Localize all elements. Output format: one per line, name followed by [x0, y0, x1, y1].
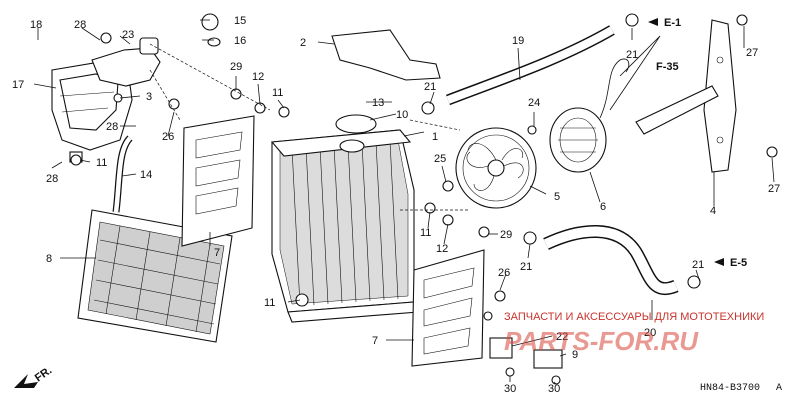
callout: 21: [626, 49, 638, 61]
lower-hose: [543, 225, 679, 296]
section-ref-e1[interactable]: E-1: [664, 17, 681, 29]
watermark-logo: PARTS-FOR.RU: [504, 326, 699, 356]
callout: 27: [746, 47, 758, 59]
shroud-right: [411, 249, 485, 367]
callout: 30: [504, 383, 516, 395]
callout: 8: [46, 253, 52, 265]
callout: 11: [420, 227, 431, 239]
radiator-core: [270, 129, 419, 323]
section-ref-e5[interactable]: E-5: [730, 257, 747, 269]
callout: 27: [768, 183, 780, 195]
front-label: FR.: [33, 364, 54, 384]
front-arrow-icon: [14, 374, 38, 388]
radiator-bracket: [635, 19, 737, 173]
callout: 5: [554, 191, 560, 203]
callout: 26: [498, 267, 510, 279]
callout: 24: [528, 97, 540, 109]
callout: 28: [106, 121, 118, 133]
callout: 7: [214, 247, 220, 259]
callout: 16: [234, 35, 246, 47]
callout: 28: [46, 173, 58, 185]
callout: 9: [572, 349, 578, 361]
callout: 21: [520, 261, 532, 273]
callout: 7: [372, 335, 378, 347]
callout: 13: [372, 97, 384, 109]
callout: 29: [230, 61, 242, 73]
callout: 11: [264, 297, 275, 309]
fan-motor: [549, 58, 630, 173]
diagram-code: HN84-B3700 A: [700, 383, 782, 394]
watermark-tagline: ЗАПЧАСТИ И АКСЕССУАРЫ ДЛЯ МОТОТЕХНИКИ: [504, 311, 764, 323]
section-references: E-1 F-35 E-5: [648, 17, 747, 269]
cooling-fan: [455, 127, 537, 209]
siphon-hose: [112, 135, 133, 213]
radiator-cap: [335, 114, 377, 153]
callout: 19: [512, 35, 524, 47]
bolts-and-clamps: [70, 13, 778, 385]
upper-hose: [446, 25, 615, 106]
callout: 11: [96, 157, 107, 169]
overflow-hose: [18, 38, 45, 175]
callout: 21: [424, 81, 436, 93]
reservoir-tank: [51, 61, 133, 163]
leader-lines: [33, 19, 775, 385]
callout: 29: [500, 229, 512, 241]
callout: 11: [272, 87, 283, 99]
section-ref-f35[interactable]: F-35: [656, 61, 679, 73]
callout-labels: 1 2 3 4 5 6 7 7 8 9 10 11 11 11 11 12 12…: [12, 15, 780, 395]
callout: 26: [162, 131, 174, 143]
arrow-icon: [648, 18, 658, 26]
arrow-icon: [714, 258, 724, 266]
callout: 14: [140, 169, 152, 181]
callout: 18: [30, 19, 42, 31]
callout: 10: [396, 109, 408, 121]
watermark: ЗАПЧАСТИ И АКСЕССУАРЫ ДЛЯ МОТОТЕХНИКИ PA…: [504, 311, 764, 356]
callout: 21: [692, 259, 704, 271]
callout: 23: [122, 29, 134, 41]
callout: 3: [146, 91, 152, 103]
callout: 6: [600, 201, 606, 213]
diagram-code-suffix: A: [776, 383, 782, 394]
reservoir-filler-neck: [91, 37, 161, 87]
thermo-switch: [489, 337, 563, 369]
diagram-code-text: HN84-B3700: [700, 383, 760, 394]
callout: 2: [300, 37, 306, 49]
front-direction-indicator: FR.: [14, 364, 54, 388]
callout: 17: [12, 79, 24, 91]
callout: 30: [548, 383, 560, 395]
callout: 4: [710, 205, 716, 217]
callout: 1: [432, 131, 438, 143]
callout: 15: [234, 15, 246, 27]
shroud-left: [181, 115, 255, 247]
callout: 25: [434, 153, 446, 165]
upper-bracket-plate: [331, 29, 441, 81]
callout: 12: [252, 71, 264, 83]
callout: 22: [556, 331, 568, 343]
callout: 20: [644, 327, 656, 339]
callout: 12: [436, 243, 448, 255]
callout: 28: [74, 19, 86, 31]
